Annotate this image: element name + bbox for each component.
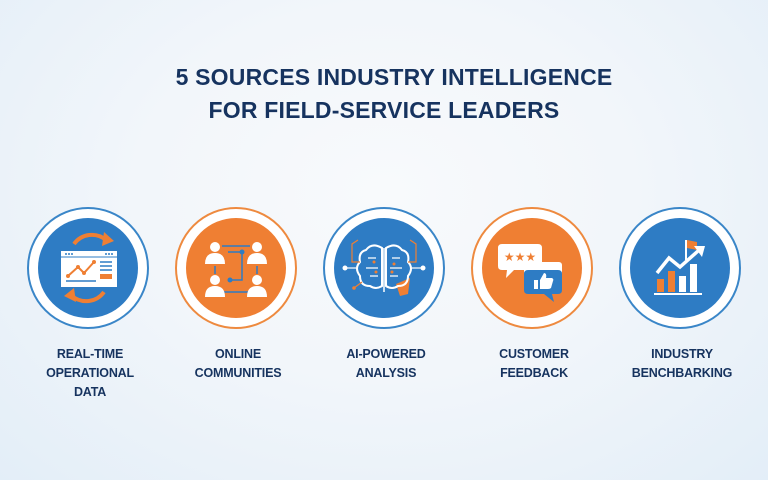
- icon-ring: [619, 207, 741, 329]
- icon-ring: ★★★: [471, 207, 593, 329]
- source-item-realtime-data: REAL-TIME OPERATIONAL DATA: [25, 207, 155, 417]
- svg-text:★★★: ★★★: [504, 250, 536, 264]
- community-network-icon: [186, 218, 286, 318]
- label-line: INDUSTRY: [651, 347, 713, 361]
- source-item-online-communities: ONLINE COMMUNITIES: [173, 207, 303, 417]
- icon-ring: [27, 207, 149, 329]
- page-title-line-1: 5 SOURCES INDUSTRY INTELLIGENCE: [175, 64, 613, 90]
- label-line: BENCHBARKING: [631, 366, 733, 380]
- source-label: CUSTOMER FEEDBACK: [449, 345, 619, 383]
- page-title-line-2: FOR FIELD-SERVICE LEADERS: [208, 97, 560, 123]
- label-line: REAL-TIME: [56, 347, 124, 361]
- label-line: ANALYSIS: [355, 366, 417, 380]
- benchmark-chart-icon: [630, 218, 730, 318]
- ai-brain-icon: [334, 218, 434, 318]
- label-line: OPERATIONAL: [46, 366, 134, 380]
- source-label: INDUSTRY BENCHBARKING: [597, 345, 767, 383]
- label-line: DATA: [73, 385, 107, 399]
- label-line: COMMUNITIES: [194, 366, 282, 380]
- feedback-chat-icon: ★★★: [482, 218, 582, 318]
- label-line: AI-POWERED: [346, 347, 426, 361]
- icon-ring: [175, 207, 297, 329]
- source-label: AI-POWERED ANALYSIS: [301, 345, 471, 383]
- source-item-customer-feedback: ★★★ CUSTOMER FEEDBACK: [469, 207, 599, 417]
- label-line: CUSTOMER: [499, 347, 569, 361]
- icon-ring: [323, 207, 445, 329]
- realtime-dashboard-icon: [38, 218, 138, 318]
- label-line: FEEDBACK: [500, 366, 568, 380]
- source-label: ONLINE COMMUNITIES: [153, 345, 323, 383]
- source-item-ai-analysis: AI-POWERED ANALYSIS: [321, 207, 451, 417]
- source-label: REAL-TIME OPERATIONAL DATA: [5, 345, 175, 402]
- label-line: ONLINE: [214, 347, 262, 361]
- source-item-industry-benchmarking: INDUSTRY BENCHBARKING: [617, 207, 747, 417]
